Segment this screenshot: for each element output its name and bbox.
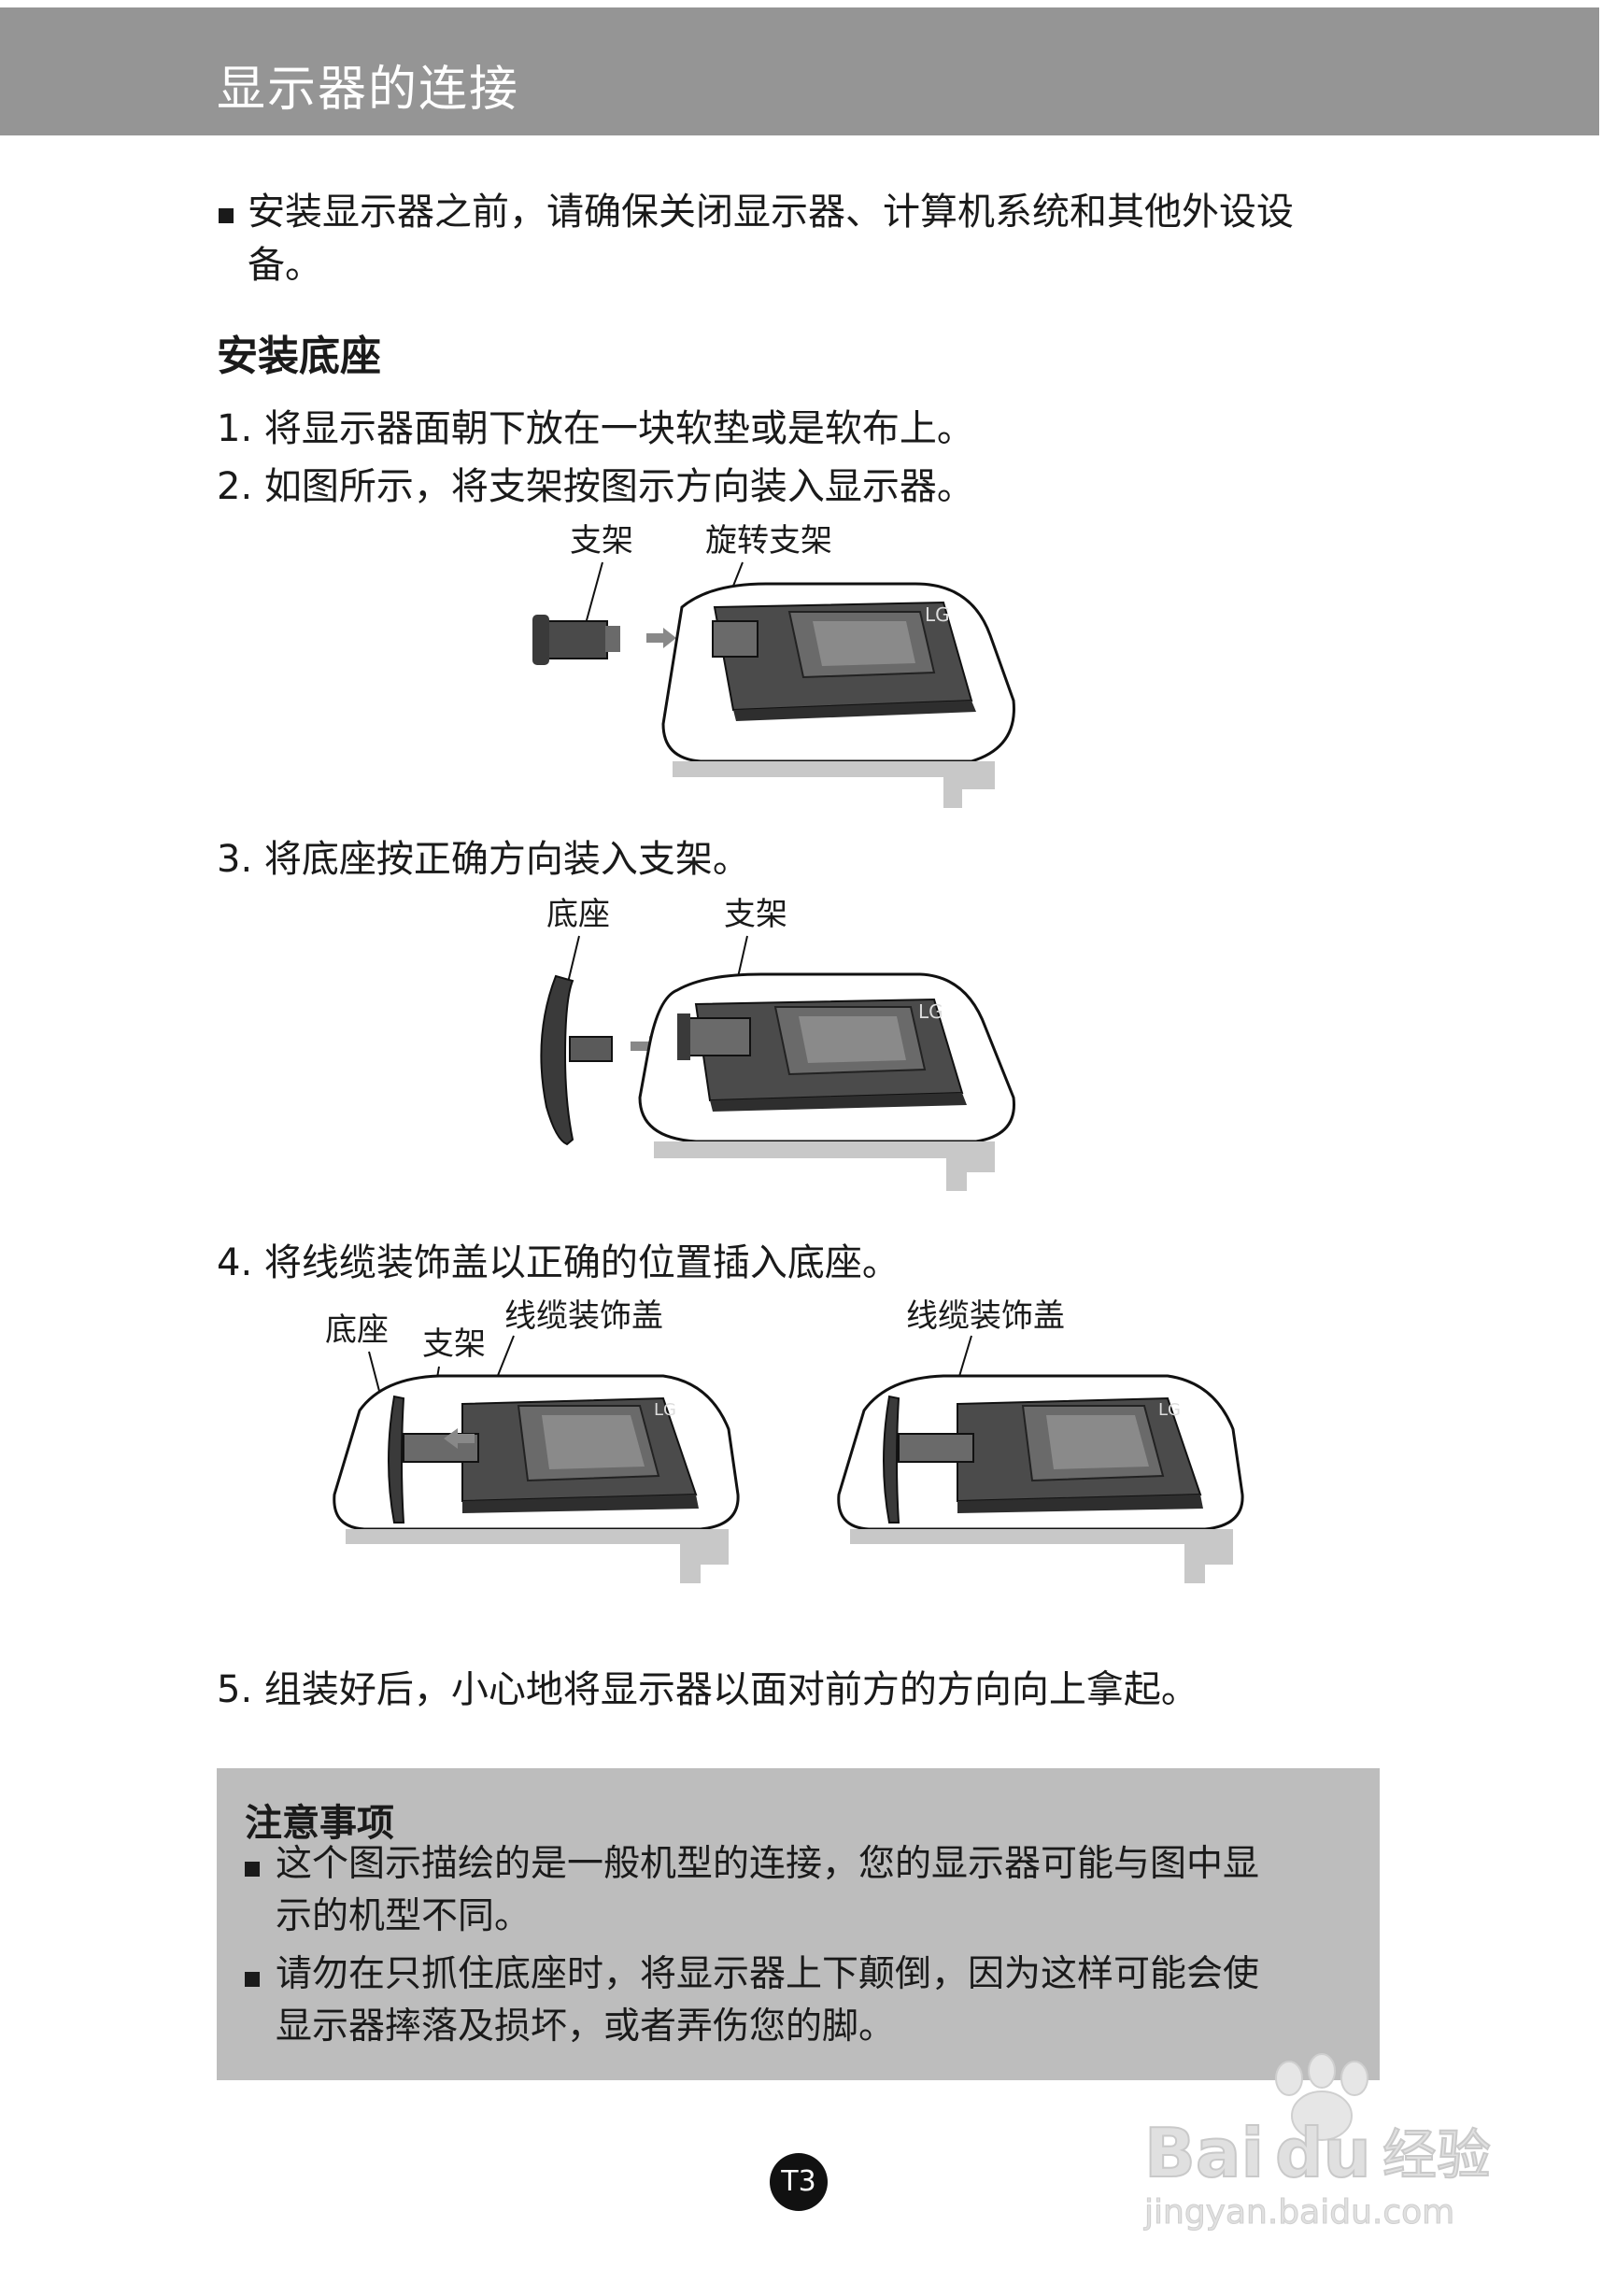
step-4: 4. 将线缆装饰盖以正确的位置插入底座。	[217, 1241, 900, 1284]
svg-text:LG: LG	[1158, 1400, 1181, 1420]
page-title: 显示器的连接	[217, 62, 520, 118]
figure-base-insert: 底座 支架 LG	[540, 896, 1015, 1191]
svg-text:Bai: Bai	[1144, 2114, 1264, 2192]
step-2: 2. 如图所示，将支架按图示方向装入显示器。	[217, 465, 974, 508]
bullet-square	[245, 1862, 260, 1877]
note-title: 注意事项	[245, 1802, 394, 1845]
section-title: 安装底座	[217, 333, 381, 380]
step-5: 5. 组装好后，小心地将显示器以面对前方的方向向上拿起。	[217, 1668, 1198, 1711]
note-item-2-line-2: 显示器摔落及损坏，或者弄伤您的脚。	[276, 2005, 896, 2048]
step-1: 1. 将显示器面朝下放在一块软垫或是软布上。	[217, 407, 974, 450]
note-item-1-line-1: 这个图示描绘的是一般机型的连接，您的显示器可能与图中显	[276, 1843, 1260, 1885]
svg-text:LG: LG	[918, 1000, 943, 1023]
svg-text:经验: 经验	[1382, 2123, 1491, 2187]
note-item-2-line-1: 请勿在只抓住底座时，将显示器上下颠倒，因为这样可能会使	[276, 1953, 1260, 1995]
intro-line-2: 备。	[248, 244, 322, 287]
header-bar: 显示器的连接	[0, 7, 1599, 135]
label-stand: 支架	[422, 1325, 486, 1363]
arrow-icon	[646, 628, 676, 648]
label-stand: 支架	[724, 896, 787, 933]
bullet-square	[219, 208, 234, 223]
label-cable-cover: 线缆装饰盖	[504, 1297, 663, 1335]
label-rotating-stand: 旋转支架	[705, 522, 832, 560]
figure-cable-cover-right: 线缆装饰盖 LG	[837, 1297, 1244, 1583]
baidu-jingyan-watermark: Bai du 经验 jingyan.baidu.com	[1143, 2053, 1492, 2232]
arrow-icon	[444, 1428, 475, 1449]
svg-text:jingyan.baidu.com: jingyan.baidu.com	[1143, 2193, 1454, 2232]
label-stand: 支架	[570, 522, 633, 560]
note-box: 注意事项 这个图示描绘的是一般机型的连接，您的显示器可能与图中显 示的机型不同。…	[217, 1768, 1380, 2080]
svg-text:du: du	[1275, 2114, 1371, 2192]
page-number: T3	[770, 2153, 828, 2211]
figure-stand-insert: 支架 旋转支架 LG	[532, 522, 1015, 808]
label-base: 底座	[325, 1311, 389, 1349]
svg-text:LG: LG	[925, 603, 950, 626]
step-3: 3. 将底座按正确方向装入支架。	[217, 838, 750, 881]
intro-line-1: 安装显示器之前，请确保关闭显示器、计算机系统和其他外设设	[248, 191, 1294, 234]
figure-cable-cover-left: 底座 支架 线缆装饰盖 LG	[325, 1297, 740, 1583]
bullet-square	[245, 1972, 260, 1987]
svg-text:LG: LG	[654, 1400, 676, 1420]
label-base: 底座	[546, 896, 610, 933]
note-item-1-line-2: 示的机型不同。	[276, 1895, 532, 1937]
label-cable-cover: 线缆装饰盖	[906, 1297, 1065, 1335]
